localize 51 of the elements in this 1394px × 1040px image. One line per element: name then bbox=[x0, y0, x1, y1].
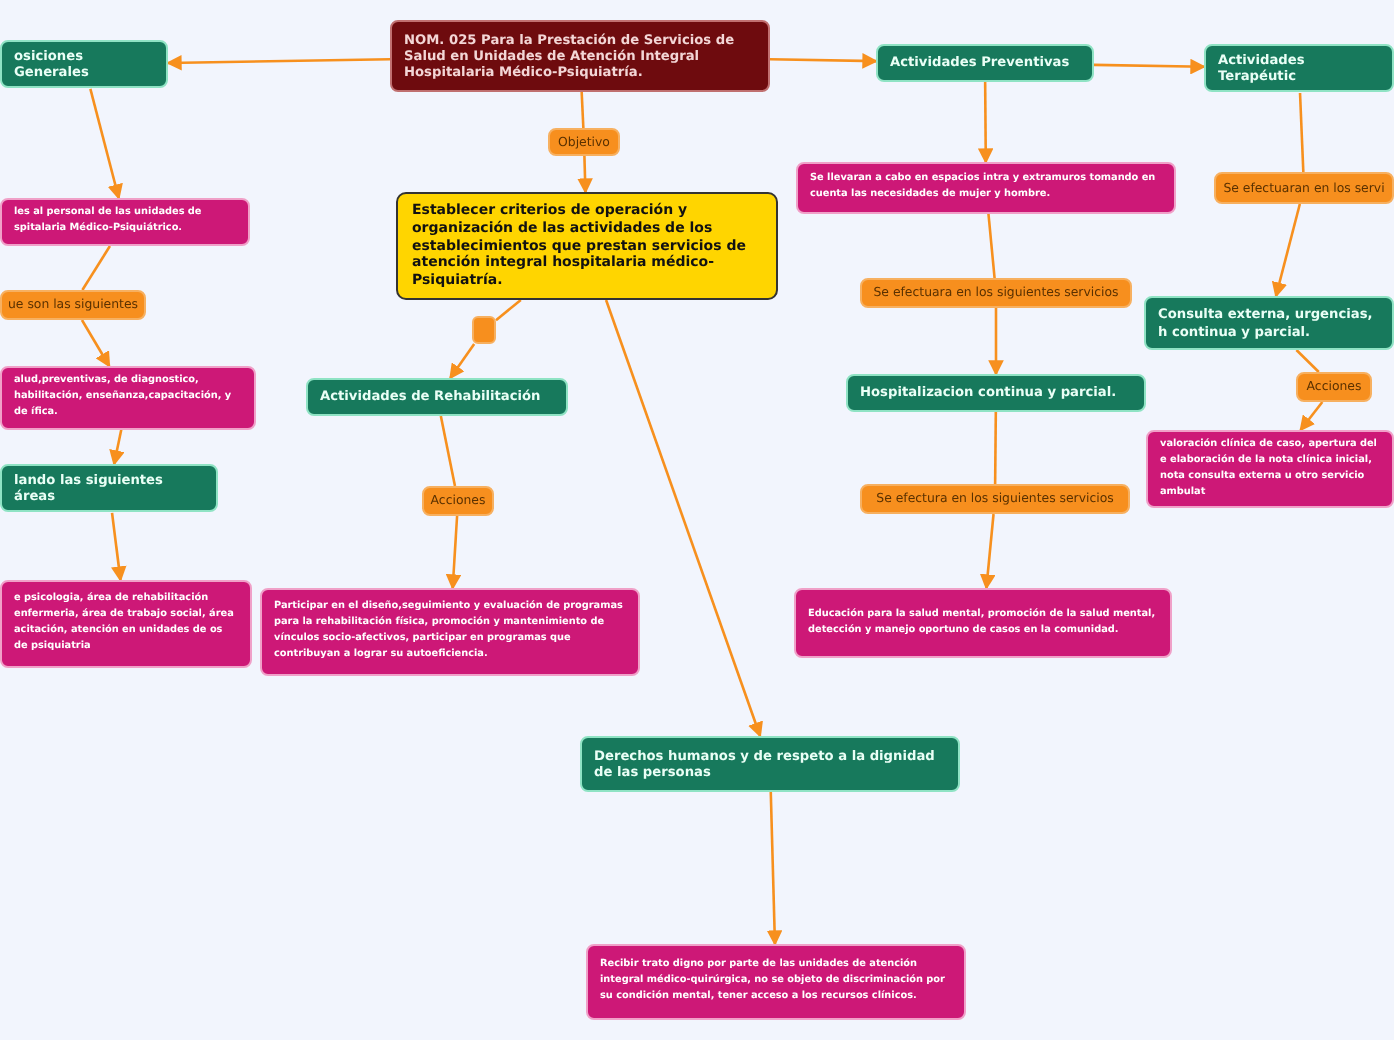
arrow bbox=[766, 791, 783, 946]
arrow bbox=[769, 53, 878, 69]
arrow bbox=[89, 88, 123, 200]
connector-line bbox=[439, 415, 457, 487]
connector-label bbox=[860, 484, 1130, 514]
connector-line bbox=[987, 213, 996, 279]
topic-box bbox=[306, 378, 568, 416]
description-box bbox=[794, 588, 1172, 658]
connector-line bbox=[993, 412, 998, 484]
topic-box bbox=[876, 44, 1094, 82]
topic-box bbox=[0, 40, 168, 89]
arrow bbox=[445, 515, 462, 590]
description-box bbox=[0, 366, 256, 430]
arrow bbox=[604, 299, 763, 738]
description-box bbox=[0, 198, 250, 246]
arrow bbox=[577, 155, 593, 194]
arrow bbox=[1271, 203, 1302, 298]
arrow bbox=[1299, 401, 1324, 432]
arrow bbox=[1093, 58, 1206, 75]
connector-label bbox=[1214, 172, 1394, 204]
arrow bbox=[449, 343, 476, 380]
title-box bbox=[390, 20, 770, 92]
connector-line bbox=[81, 245, 112, 291]
connector-line bbox=[1298, 92, 1305, 173]
arrow bbox=[109, 428, 125, 466]
description-box bbox=[796, 162, 1176, 214]
arrow bbox=[110, 512, 127, 582]
connector-line bbox=[1295, 349, 1320, 373]
arrow bbox=[80, 319, 111, 368]
description-box bbox=[1146, 430, 1394, 509]
connector-label bbox=[860, 278, 1132, 308]
description-box bbox=[586, 944, 966, 1020]
connector-line bbox=[580, 91, 585, 129]
arrow bbox=[166, 55, 391, 71]
arrow bbox=[988, 308, 1004, 376]
connector-label bbox=[0, 290, 146, 320]
topic-box bbox=[580, 736, 960, 792]
connector-label bbox=[1296, 372, 1372, 402]
topic-box bbox=[846, 374, 1146, 412]
arrow bbox=[979, 513, 996, 590]
objective-box bbox=[396, 192, 778, 300]
topic-box bbox=[1144, 296, 1394, 350]
arrow bbox=[977, 82, 994, 164]
description-box bbox=[0, 580, 252, 668]
connector-label bbox=[548, 128, 620, 156]
description-box bbox=[260, 588, 640, 676]
connector-label bbox=[422, 486, 494, 516]
empty-box bbox=[472, 316, 496, 344]
topic-box bbox=[0, 464, 218, 513]
connector-line bbox=[495, 299, 522, 322]
topic-box bbox=[1204, 44, 1394, 93]
